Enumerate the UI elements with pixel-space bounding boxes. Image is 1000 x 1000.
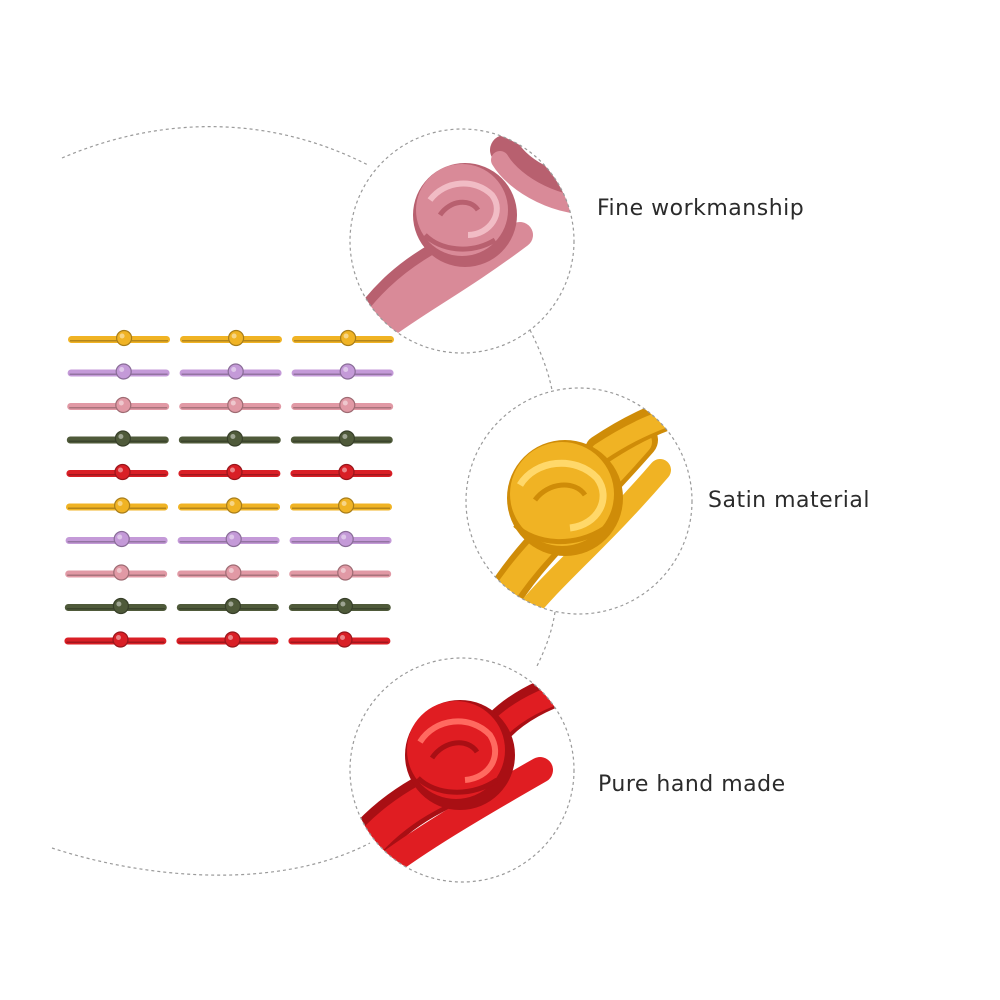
frog-button xyxy=(67,396,170,414)
dashed-arc-top xyxy=(61,126,369,166)
frog-button xyxy=(65,564,168,581)
zoom-circle-pink xyxy=(349,128,575,354)
frog-button xyxy=(288,631,391,648)
frog-button xyxy=(290,430,393,447)
frog-button xyxy=(177,530,280,548)
frog-button xyxy=(292,329,394,347)
frog-button xyxy=(68,329,170,347)
frog-button xyxy=(178,463,281,481)
frog-button xyxy=(67,363,170,380)
frog-button xyxy=(180,329,282,347)
frog-button xyxy=(288,597,391,615)
feature-label-pure-hand-made: Pure hand made xyxy=(598,772,786,797)
frog-button xyxy=(291,363,394,380)
frog-button xyxy=(178,497,280,514)
feature-label-fine-workmanship: Fine workmanship xyxy=(597,196,805,221)
frog-button xyxy=(179,363,282,380)
frog-button xyxy=(65,530,168,548)
frog-button xyxy=(176,597,279,615)
zoom-circle-yellow xyxy=(465,387,693,615)
dashed-connector-2 xyxy=(535,611,556,669)
frog-button xyxy=(290,497,392,514)
frog-button xyxy=(178,430,281,447)
feature-label-satin-material: Satin material xyxy=(708,488,870,513)
frog-button xyxy=(179,396,282,414)
frog-button xyxy=(289,564,392,581)
dashed-arc-bottom xyxy=(51,842,371,876)
frog-button xyxy=(64,631,167,648)
frog-button xyxy=(66,463,169,481)
frog-button xyxy=(177,564,280,581)
frog-button xyxy=(290,463,393,481)
frog-button xyxy=(289,530,392,548)
frog-button xyxy=(176,631,279,648)
frog-button xyxy=(64,597,167,615)
frog-button xyxy=(66,497,168,514)
zoom-circle-red xyxy=(349,657,575,883)
frog-button-grid xyxy=(64,329,394,648)
dashed-connector-1 xyxy=(529,329,553,391)
frog-button xyxy=(66,430,169,447)
frog-button xyxy=(291,396,394,414)
